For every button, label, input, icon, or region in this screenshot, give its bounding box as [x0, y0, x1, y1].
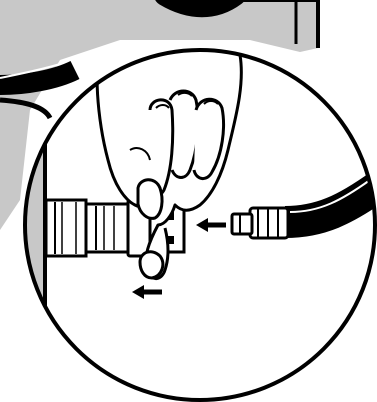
male-plug: [232, 208, 288, 238]
